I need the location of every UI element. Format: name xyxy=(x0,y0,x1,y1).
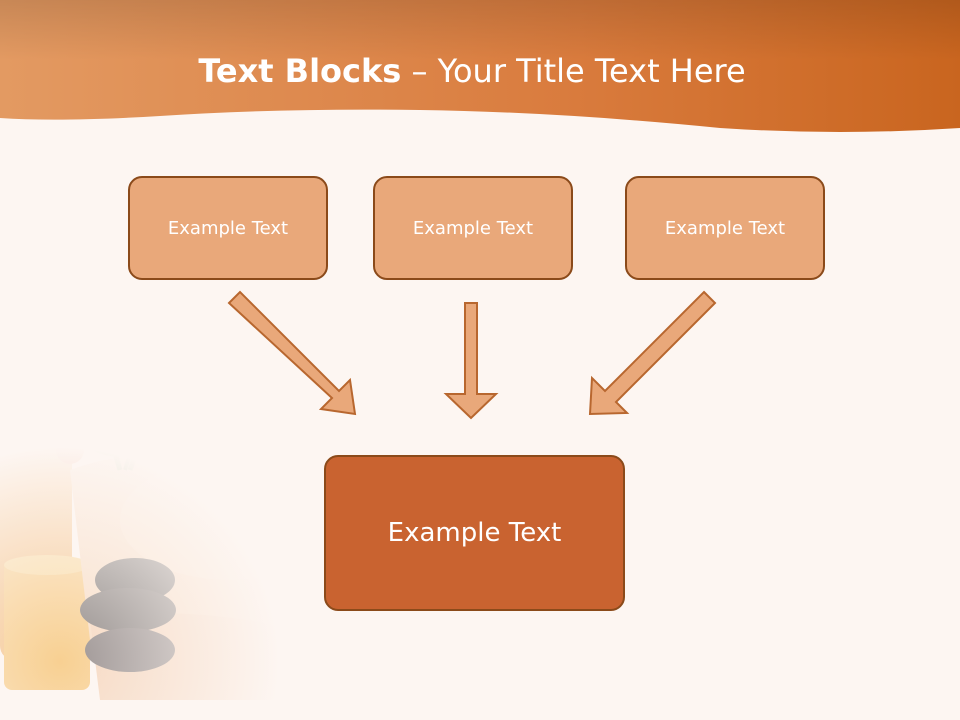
text-block-3-label: Example Text xyxy=(664,217,786,239)
center-text-block-label: Example Text xyxy=(387,518,562,548)
arrow-right-diagonal xyxy=(588,290,717,416)
arrow-left-diagonal xyxy=(227,290,357,416)
text-block-3[interactable]: Example Text xyxy=(625,176,825,280)
arrow-down xyxy=(443,302,499,420)
slide-title: Text Blocks – Your Title Text Here xyxy=(0,52,944,90)
title-rest: Your Title Text Here xyxy=(437,52,746,90)
text-block-1[interactable]: Example Text xyxy=(128,176,328,280)
text-block-2[interactable]: Example Text xyxy=(373,176,573,280)
text-block-2-label: Example Text xyxy=(412,217,534,239)
title-bold: Text Blocks xyxy=(198,52,402,90)
title-separator: – xyxy=(401,52,438,90)
text-block-1-label: Example Text xyxy=(167,217,289,239)
center-text-block[interactable]: Example Text xyxy=(324,455,625,611)
